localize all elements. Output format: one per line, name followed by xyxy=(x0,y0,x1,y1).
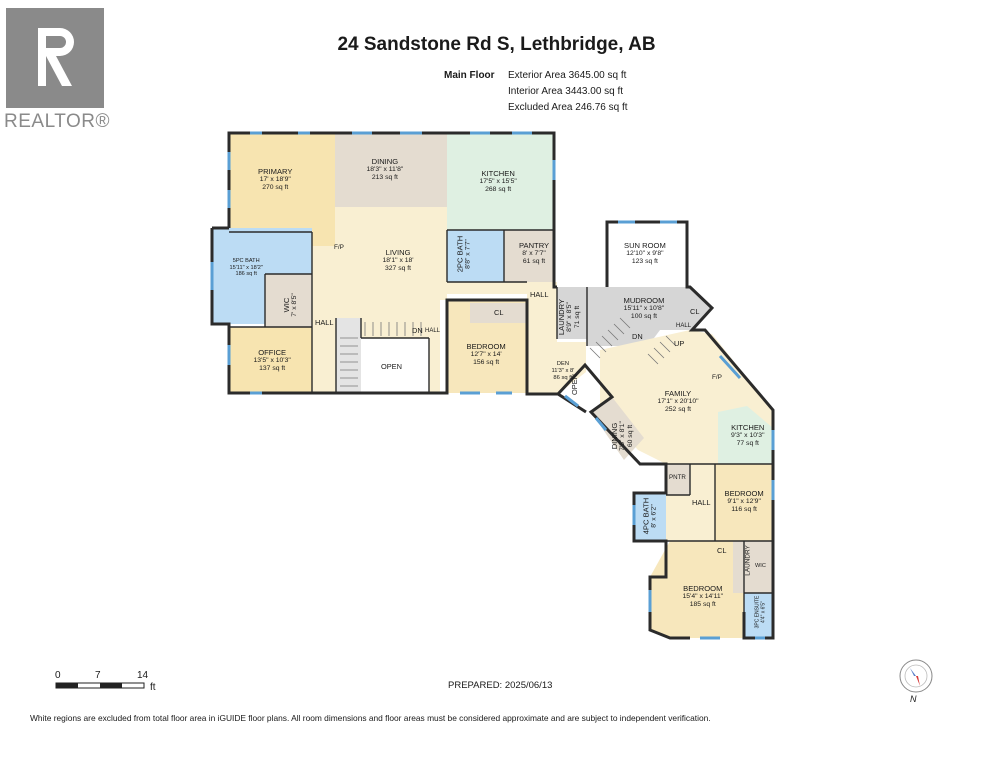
label-fp-1: F/P xyxy=(334,244,344,251)
exterior-area: Exterior Area 3645.00 sq ft xyxy=(508,70,627,81)
realtor-logo xyxy=(6,8,104,108)
scale-bar: 0 7 14 ft xyxy=(55,670,165,696)
interior-walls xyxy=(229,229,774,638)
label-up: UP xyxy=(674,339,685,348)
label-hall-mid: HALL xyxy=(530,290,549,299)
scale-tick-0: 0 xyxy=(55,670,61,681)
floor-label: Main Floor xyxy=(444,70,495,81)
label-cl-2: CL xyxy=(690,307,700,316)
scale-unit: ft xyxy=(150,682,156,693)
label-dn-2: DN xyxy=(632,332,643,341)
label-pntr: PNTR xyxy=(669,474,686,481)
compass: N xyxy=(898,658,934,706)
excluded-area: Excluded Area 246.76 sq ft xyxy=(508,102,628,113)
label-open: OPEN xyxy=(381,362,402,371)
prepared-date: PREPARED: 2025/06/13 xyxy=(448,680,553,691)
scale-bar-graphic xyxy=(55,682,145,689)
label-open-2: OPEN xyxy=(569,374,579,395)
label-hall-lower: HALL xyxy=(692,498,711,507)
label-hall-small: HALL xyxy=(425,328,441,334)
compass-icon xyxy=(899,659,933,693)
label-fp-2: F/P xyxy=(712,374,722,381)
interior-area: Interior Area 3443.00 sq ft xyxy=(508,86,624,97)
stairs-main xyxy=(340,322,422,387)
label-dn: DN xyxy=(412,326,423,335)
realtor-logo-text: REALTOR® xyxy=(4,111,110,132)
footer-disclaimer: White regions are excluded from total fl… xyxy=(30,713,711,723)
compass-label: N xyxy=(910,694,917,704)
scale-tick-7: 7 xyxy=(95,670,101,681)
stairs-mudroom xyxy=(589,317,677,365)
label-hall-left: HALL xyxy=(315,318,334,327)
page-title: 24 Sandstone Rd S, Lethbridge, AB xyxy=(337,34,656,55)
label-hall-up: HALL xyxy=(676,323,692,329)
windows xyxy=(210,131,775,640)
scale-tick-14: 14 xyxy=(137,670,149,681)
room-fills xyxy=(212,133,774,638)
label-laundry-2: LAUNDRY xyxy=(744,545,752,576)
label-wic-2: WIC xyxy=(755,563,766,569)
label-cl-3: CL xyxy=(717,546,727,555)
label-cl-1: CL xyxy=(494,308,504,317)
